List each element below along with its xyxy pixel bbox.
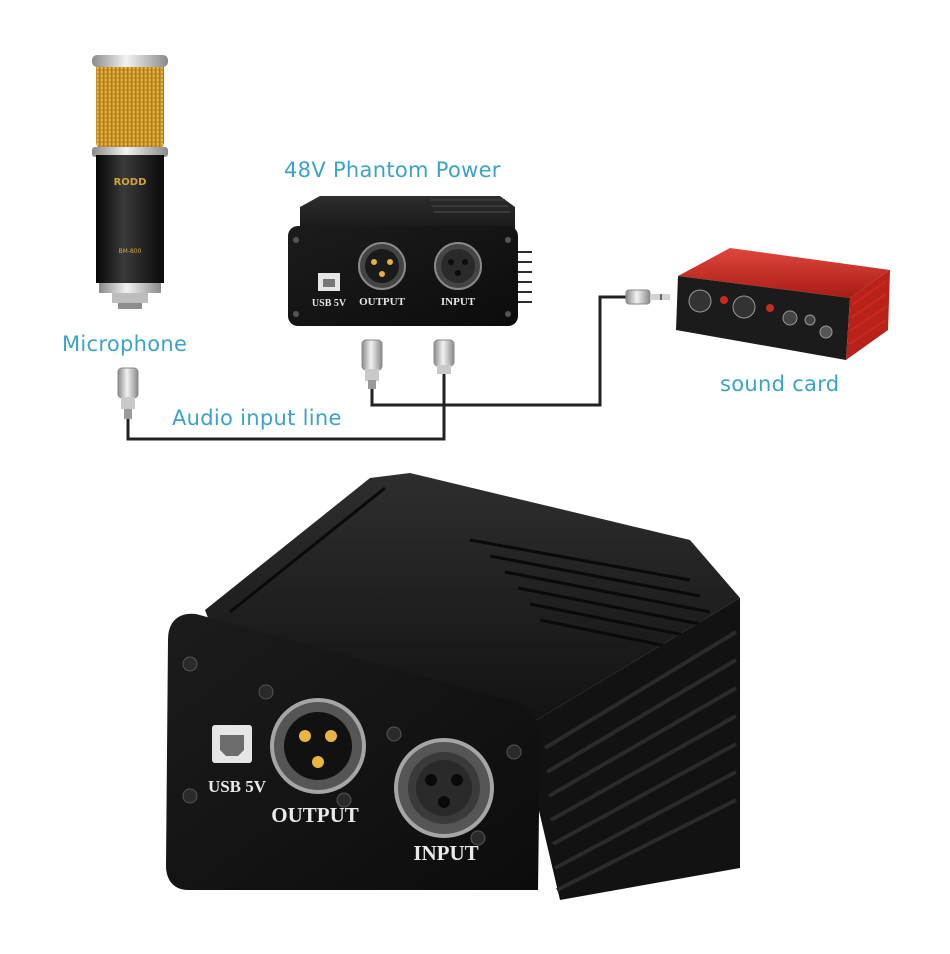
audio-jack-plug <box>625 289 670 305</box>
output-label-large: OUTPUT <box>271 803 359 827</box>
audio-input-line-label: Audio input line <box>172 406 342 430</box>
phantom-power-large-image: USB 5V OUTPUT INPUT <box>166 473 740 900</box>
usb-label-large: USB 5V <box>208 777 267 796</box>
usb-label-small: USB 5V <box>312 298 347 309</box>
phantom-power-label: 48V Phantom Power <box>284 158 501 182</box>
phantom-power-small-image: USB 5V OUTPUT INPUT <box>288 196 532 326</box>
microphone-label: Microphone <box>62 332 188 356</box>
mic-brand-logo: RODD <box>114 177 147 188</box>
output-label-small: OUTPUT <box>359 296 406 308</box>
audio-cable-lines <box>126 295 626 441</box>
input-cable-plug <box>433 339 455 374</box>
sound-card-label: sound card <box>720 372 840 396</box>
microphone-image: RODD BM-800 <box>92 55 168 309</box>
output-cable-plug <box>361 339 383 389</box>
output-to-soundcard-cable <box>370 295 626 407</box>
mic-xlr-plug <box>117 367 139 419</box>
input-label-large: INPUT <box>413 841 478 865</box>
mic-model-text: BM-800 <box>119 248 142 255</box>
input-label-small: INPUT <box>441 296 476 308</box>
sound-card-image <box>676 248 890 360</box>
